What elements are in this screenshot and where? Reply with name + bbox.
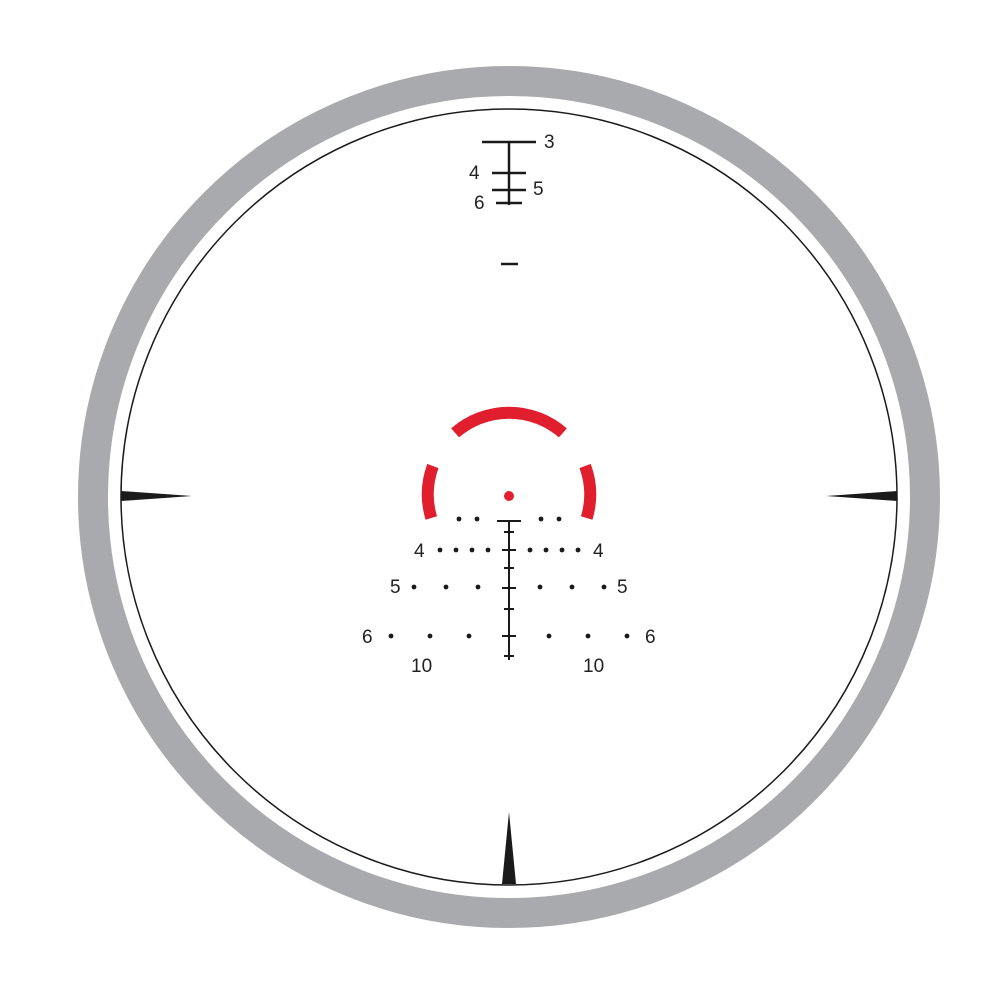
top-ladder-label-3: 3 — [544, 132, 555, 153]
holdover-label-10-right: 10 — [583, 656, 604, 677]
right-post — [826, 491, 897, 501]
top-ladder-label-5: 5 — [533, 179, 544, 200]
holdover-label-6-left: 6 — [362, 627, 373, 648]
holdover-label-4-right: 4 — [593, 541, 604, 562]
holdover-dot — [469, 547, 475, 553]
holdover-label-6-right: 6 — [645, 627, 656, 648]
holdover-dot — [601, 584, 607, 590]
horseshoe-left-arc — [421, 463, 439, 520]
holdover-dot — [559, 547, 565, 553]
holdover-dot — [538, 516, 544, 522]
holdover-dot — [411, 584, 417, 590]
horseshoe-right-arc — [579, 463, 597, 520]
holdover-dot — [546, 633, 552, 639]
holdover-label-4-left: 4 — [414, 541, 425, 562]
holdover-dot — [624, 633, 630, 639]
holdover-dot — [388, 633, 394, 639]
bottom-post — [502, 812, 516, 884]
holdover-dot — [443, 584, 449, 590]
holdover-dot — [453, 547, 459, 553]
holdover-label-10-left: 10 — [411, 656, 432, 677]
holdover-dot — [474, 516, 480, 522]
holdover-dot — [543, 547, 549, 553]
illuminated-horseshoe — [421, 406, 597, 520]
holdover-dot — [527, 547, 533, 553]
holdover-label-5-left: 5 — [390, 577, 401, 598]
holdover-dot — [427, 633, 433, 639]
vertical-stadia — [497, 520, 521, 660]
holdover-dot — [585, 633, 591, 639]
holdover-dot — [456, 516, 462, 522]
top-ladder-label-6: 6 — [474, 193, 485, 214]
top-ladder-label-4: 4 — [469, 163, 480, 184]
holdover-dot — [475, 584, 481, 590]
left-post — [121, 491, 192, 501]
center-dot — [504, 491, 514, 501]
horseshoe-top-arc — [451, 406, 567, 438]
top-ladder — [482, 140, 536, 205]
holdover-label-5-right: 5 — [617, 577, 628, 598]
holdover-dot — [437, 547, 443, 553]
holdover-dot — [569, 584, 575, 590]
holdover-dot — [556, 516, 562, 522]
holdover-dot — [466, 633, 472, 639]
outer-ring — [78, 66, 940, 928]
holdover-dot — [575, 547, 581, 553]
holdover-dot — [485, 547, 491, 553]
holdover-dot — [537, 584, 543, 590]
holdover-dots — [388, 516, 630, 639]
